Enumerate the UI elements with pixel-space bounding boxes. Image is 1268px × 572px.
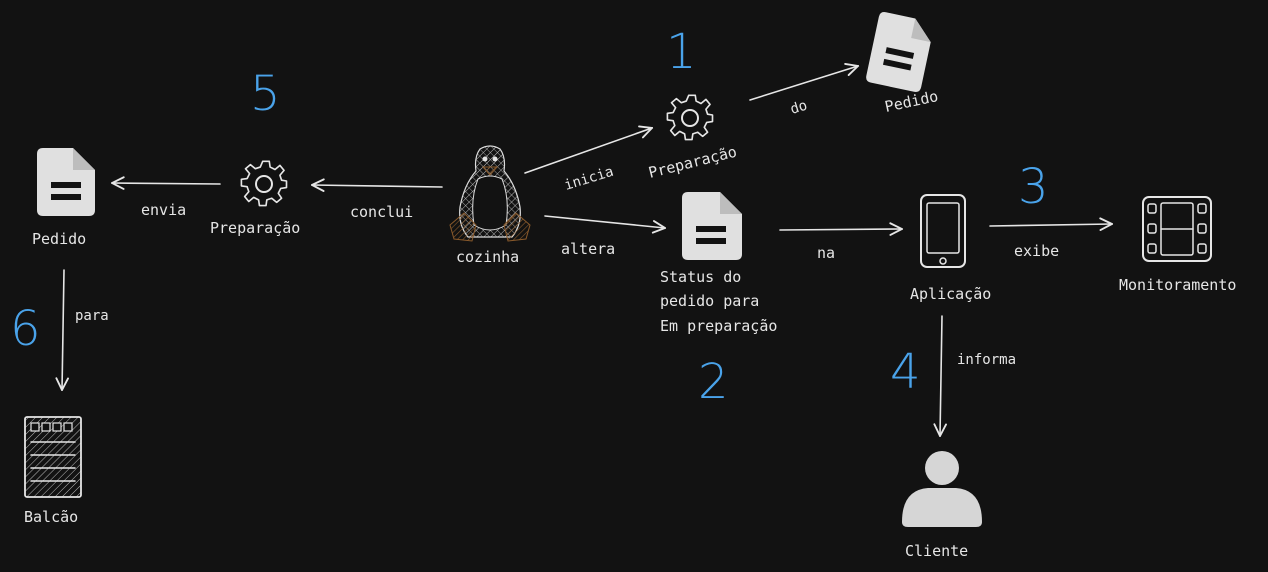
node-label-status-line1: Status do <box>660 268 741 286</box>
arrow-cozinha-to-status <box>544 215 665 228</box>
node-label-preparacao-left: Preparação <box>210 219 300 237</box>
step-number-1: 1 <box>666 24 697 80</box>
edge-label-informa: informa <box>957 352 1016 368</box>
arrow-preparacao-to-pedido-left <box>112 183 221 184</box>
node-balcao: Balcão <box>24 416 82 526</box>
arrow-aplicacao-to-monitoramento <box>989 224 1112 226</box>
node-label-cliente: Cliente <box>905 542 968 560</box>
node-label-pedido-left: Pedido <box>32 230 86 248</box>
node-label-preparacao-top: Preparação <box>647 143 739 182</box>
gear-icon <box>240 160 288 207</box>
node-label-status-line2: pedido para <box>660 292 759 310</box>
edge-label-do: do <box>788 98 809 118</box>
edge-label-envia: envia <box>141 201 186 219</box>
node-pedido-left: Pedido <box>32 148 95 248</box>
edge-label-exibe: exibe <box>1014 242 1059 260</box>
user-icon <box>902 451 982 527</box>
node-cozinha: cozinha <box>449 145 531 266</box>
step-number-3: 3 <box>1018 159 1049 215</box>
receipt-icon <box>24 416 82 498</box>
node-label-balcao: Balcão <box>24 508 78 526</box>
document-icon <box>682 192 742 260</box>
step-number-4: 4 <box>890 344 921 400</box>
node-status: Status do pedido para Em preparação <box>660 192 777 335</box>
penguin-icon <box>449 145 531 242</box>
arrow-preparacao-to-pedido <box>749 66 858 101</box>
node-monitoramento: Monitoramento <box>1119 196 1236 294</box>
edge-label-inicia: inicia <box>562 164 615 194</box>
step-number-5: 5 <box>250 66 281 122</box>
step-number-6: 6 <box>10 301 41 357</box>
edge-label-para: para <box>75 308 109 324</box>
edge-label-altera: altera <box>561 240 615 258</box>
node-label-status-line3: Em preparação <box>660 317 777 335</box>
arrow-pedido-to-balcao <box>62 269 64 390</box>
arrow-aplicacao-to-cliente <box>940 315 942 436</box>
node-label-aplicacao: Aplicação <box>910 285 991 303</box>
smartphone-icon <box>920 194 966 268</box>
arrow-cozinha-to-preparacao-left <box>312 185 443 187</box>
step-numbers: 1 2 3 4 5 6 <box>10 24 1049 410</box>
node-preparacao-left: Preparação <box>210 160 300 237</box>
document-icon <box>866 12 931 92</box>
step-number-2: 2 <box>698 354 729 410</box>
document-icon <box>37 148 95 216</box>
node-pedido-top: Pedido <box>866 12 940 116</box>
node-cliente: Cliente <box>902 451 982 560</box>
edge-label-na: na <box>817 244 835 262</box>
node-label-cozinha: cozinha <box>456 248 519 266</box>
arrow-cozinha-to-preparacao <box>524 128 652 174</box>
edge-label-conclui: conclui <box>350 203 413 221</box>
arrow-status-to-aplicacao <box>779 229 902 230</box>
node-label-pedido-top: Pedido <box>883 87 940 116</box>
node-aplicacao: Aplicação <box>910 194 991 303</box>
node-preparacao-top: Preparação <box>647 94 739 182</box>
gear-icon <box>666 94 714 141</box>
node-label-monitoramento: Monitoramento <box>1119 276 1236 294</box>
edges <box>62 66 1112 436</box>
film-icon <box>1142 196 1212 262</box>
